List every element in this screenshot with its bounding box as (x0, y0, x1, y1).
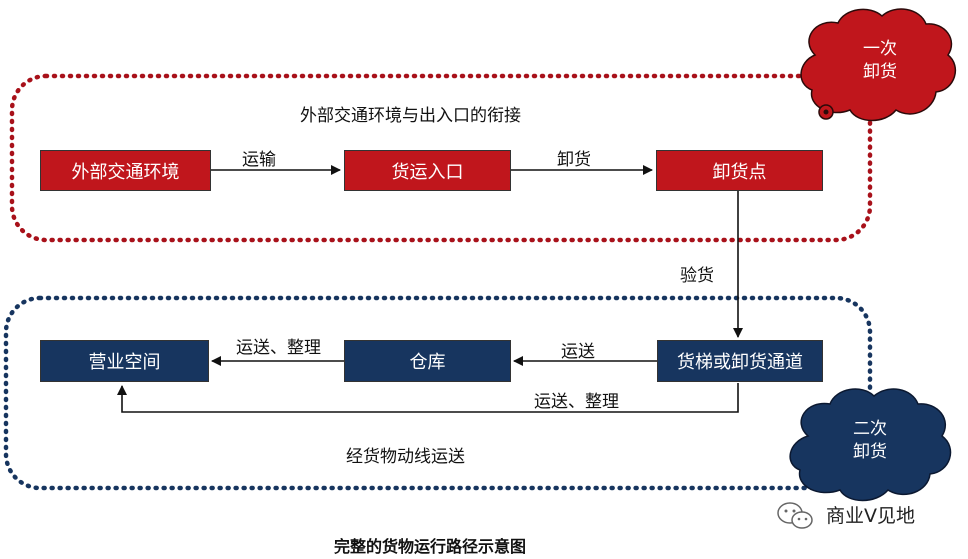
edge-label-unload: 卸货 (557, 150, 591, 170)
bottom-section-title: 经货物动线运送 (346, 447, 465, 467)
edge-label-inspect: 验货 (680, 266, 714, 286)
first-unload-line1: 一次 (863, 39, 897, 59)
node-freight-elevator: 货梯或卸货通道 (657, 340, 823, 382)
node-unloading-point: 卸货点 (656, 150, 823, 191)
edge-label-deliver-sort-top: 运送、整理 (236, 338, 321, 358)
node-warehouse: 仓库 (344, 340, 511, 382)
watermark-text: 商业V见地 (826, 505, 915, 527)
second-unload-cloud (789, 388, 952, 502)
edge-label-deliver-sort-bottom: 运送、整理 (534, 392, 619, 412)
second-unload-line2: 卸货 (853, 442, 887, 462)
arrow-deliver-sort-2 (117, 383, 739, 413)
node-freight-entrance: 货运入口 (344, 150, 511, 191)
edge-label-deliver: 运送 (561, 342, 595, 362)
watermark: 商业V见地 (826, 501, 915, 528)
top-section-frame (9, 73, 873, 243)
wechat-icon (777, 502, 813, 529)
second-unload-label: 二次 卸货 (830, 418, 910, 464)
node-business-space: 营业空间 (40, 340, 209, 382)
figure-caption: 完整的货物运行路径示意图 (333, 537, 526, 556)
node-external-traffic: 外部交通环境 (40, 150, 211, 191)
second-unload-line1: 二次 (853, 419, 887, 439)
first-unload-label: 一次 卸货 (840, 38, 920, 84)
first-unload-cloud (800, 8, 957, 122)
first-unload-line2: 卸货 (863, 62, 897, 82)
top-section-title: 外部交通环境与出入口的衔接 (300, 106, 521, 126)
edge-label-transport: 运输 (242, 150, 276, 170)
